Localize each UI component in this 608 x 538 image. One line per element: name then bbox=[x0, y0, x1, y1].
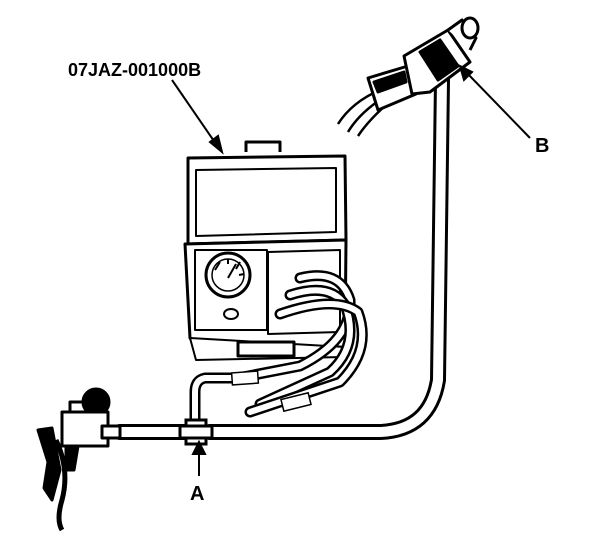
sensor-connector bbox=[336, 16, 480, 137]
case-lid-inner bbox=[195, 167, 337, 237]
callout-arrows bbox=[171, 64, 531, 476]
tee-fitting bbox=[178, 418, 214, 446]
callout-a-label: A bbox=[190, 483, 204, 505]
pump-handle bbox=[36, 426, 62, 502]
case-handle bbox=[244, 140, 282, 152]
tester-case bbox=[183, 140, 348, 361]
hoses bbox=[112, 72, 450, 440]
arrow-part-number bbox=[171, 79, 217, 145]
case-latch bbox=[236, 340, 296, 358]
callout-b-label: B bbox=[535, 135, 549, 157]
hand-pump bbox=[36, 387, 122, 532]
part-number-label: 07JAZ-001000B bbox=[68, 60, 201, 80]
gauge-icon bbox=[204, 251, 252, 320]
hose-tags bbox=[230, 370, 312, 413]
arrow-b bbox=[465, 71, 531, 139]
pump-body bbox=[60, 410, 110, 448]
